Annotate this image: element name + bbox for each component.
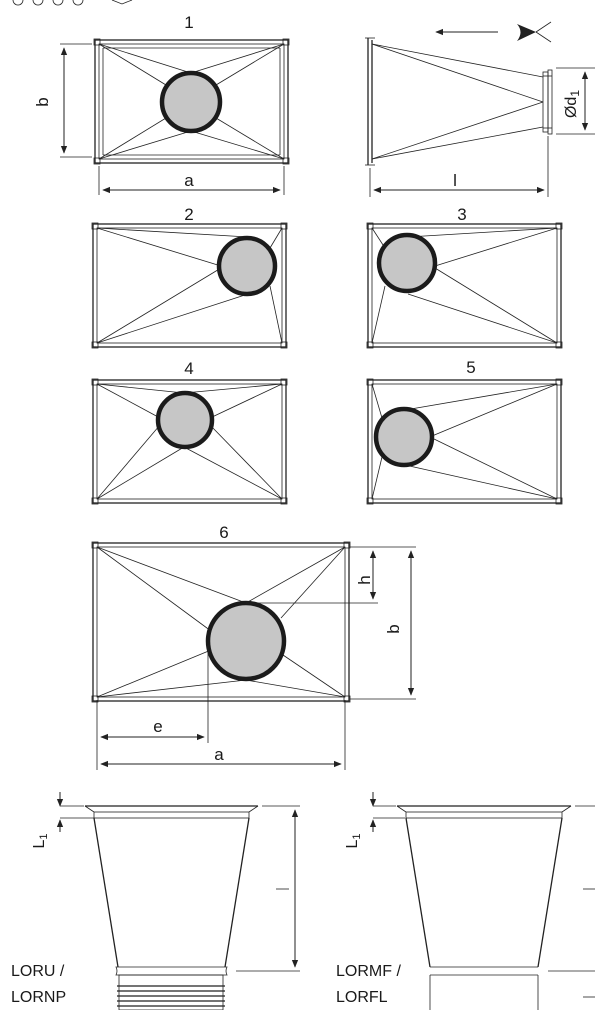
product-right-section-view: L1 LORMF / LORFL bbox=[336, 792, 595, 1010]
variant-2-number: 2 bbox=[184, 205, 193, 224]
left-L1-label: L1 bbox=[31, 833, 50, 848]
side-view: Ød1 l bbox=[365, 21, 595, 197]
variant-3-front-view: 3 bbox=[366, 205, 563, 349]
variant-1-number: 1 bbox=[184, 13, 193, 32]
eye-icon bbox=[517, 21, 552, 43]
product-right-line1: LORMF / bbox=[336, 963, 401, 980]
variant-4-number: 4 bbox=[184, 359, 193, 378]
diameter-label: Ød1 bbox=[563, 90, 582, 118]
variant-6-number: 6 bbox=[219, 523, 228, 542]
variant-1-front-view: 1 b a bbox=[33, 13, 290, 195]
top-cropped-strip bbox=[12, 0, 133, 6]
variant-6-offset-h-label: h bbox=[355, 575, 374, 584]
variant-6-front-view: 6 h b e a bbox=[91, 523, 416, 770]
variant-6-width-label: a bbox=[214, 745, 224, 764]
variant-5-front-view: 5 bbox=[366, 358, 563, 505]
right-L1-label: L1 bbox=[344, 833, 363, 848]
variant-4-front-view: 4 bbox=[91, 359, 288, 505]
variant-6-offset-e-label: e bbox=[153, 717, 162, 736]
variant-2-front-view: 2 bbox=[91, 205, 288, 349]
product-left-line2: LORNP bbox=[11, 989, 66, 1006]
variant-5-number: 5 bbox=[466, 358, 475, 377]
variant-1-width-label: a bbox=[184, 171, 194, 190]
product-left-section-view: L1 LORU / LORNP bbox=[11, 792, 300, 1010]
variant-1-height-label: b bbox=[33, 97, 52, 106]
product-left-line1: LORU / bbox=[11, 963, 65, 980]
product-right-line2: LORFL bbox=[336, 989, 388, 1006]
variant-6-height-label: b bbox=[384, 624, 403, 633]
length-label: l bbox=[453, 171, 457, 190]
variant-3-number: 3 bbox=[457, 205, 466, 224]
